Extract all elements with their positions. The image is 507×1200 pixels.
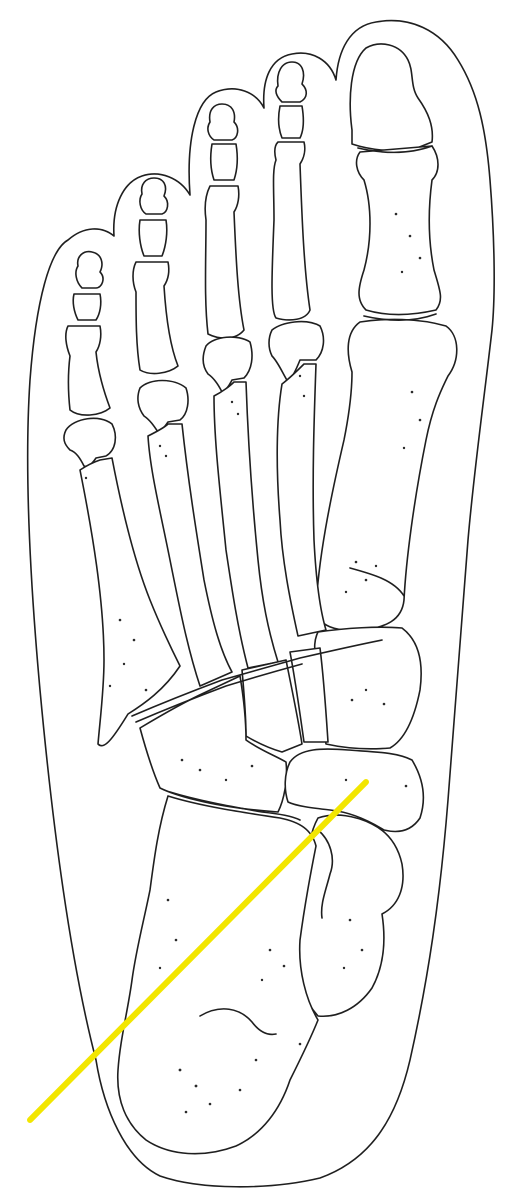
fourth-distal-phalanx — [139, 177, 169, 215]
foot-outline — [26, 19, 495, 1188]
hallux-ip-joint-line — [357, 145, 433, 154]
calcaneus — [116, 795, 319, 1155]
third-distal-phalanx — [207, 103, 239, 141]
second-middle-phalanx — [277, 105, 305, 139]
hallux-mtp-joint-line — [363, 313, 437, 322]
tarsometatarsal-joint-line — [131, 639, 383, 717]
second-distal-phalanx — [275, 61, 308, 103]
first-metatarsal-base-line — [349, 567, 405, 597]
bone-texture — [84, 212, 422, 1114]
fifth-distal-phalanx — [75, 250, 104, 289]
fifth-middle-phalanx — [72, 293, 102, 321]
medial-cuneiform — [313, 626, 422, 750]
first-metatarsal — [315, 318, 458, 632]
second-proximal-phalanx — [271, 141, 311, 321]
third-proximal-phalanx — [204, 185, 245, 339]
midtarsal-joint-line — [169, 791, 301, 821]
fourth-metatarsal-shaft — [147, 423, 233, 687]
fourth-proximal-phalanx — [132, 261, 179, 375]
fifth-proximal-phalanx — [65, 325, 111, 416]
yellow-axis-line — [27, 779, 369, 1123]
second-metatarsal-shaft — [276, 363, 327, 637]
third-middle-phalanx — [209, 143, 239, 181]
talus-neck-line — [317, 829, 334, 919]
hallux-distal-phalanx — [349, 43, 434, 152]
third-metatarsal-shaft — [213, 381, 279, 669]
tarsometatarsal-joint-line-2 — [135, 663, 303, 723]
lateral-cuneiform — [241, 659, 303, 753]
intermediate-cuneiform — [289, 647, 329, 743]
hallux-proximal-phalanx — [355, 145, 442, 316]
second-metatarsal-head — [268, 320, 325, 383]
calcaneus-sustentaculum-line — [199, 1008, 277, 1036]
fourth-middle-phalanx — [138, 219, 168, 257]
fifth-metatarsal-shaft — [79, 457, 181, 747]
